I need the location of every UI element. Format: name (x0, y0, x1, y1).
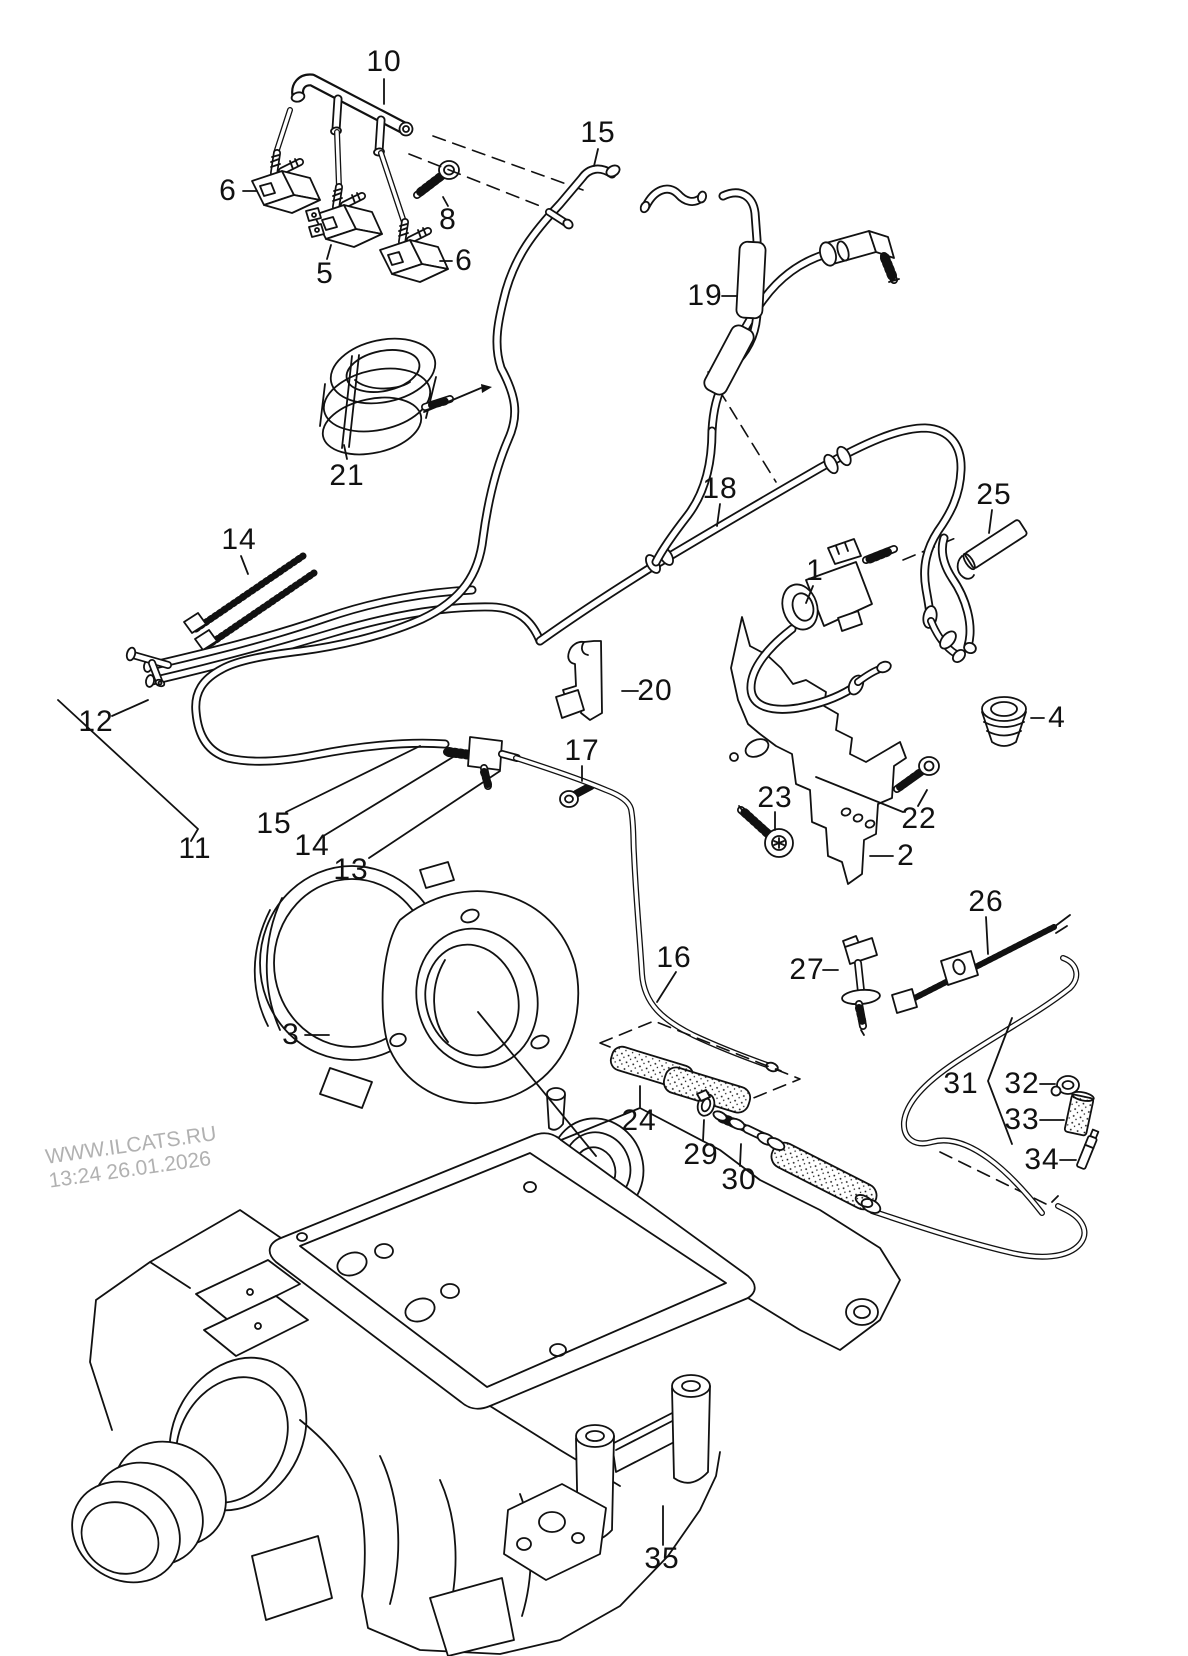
callout-20: 20 (637, 674, 673, 707)
callout-19: 19 (687, 279, 723, 312)
connector-30 (712, 1110, 776, 1146)
tee-connector-13 (443, 736, 521, 790)
callout-6: 6 (455, 244, 473, 277)
callout-16: 16 (656, 941, 692, 974)
callout-2: 2 (897, 839, 915, 872)
callout-15: 15 (256, 807, 292, 840)
callout-1: 1 (806, 554, 824, 587)
callout-21: 21 (329, 459, 365, 492)
solenoid-valve-6-left (252, 153, 320, 213)
clamp-32 (1050, 1075, 1080, 1097)
callout-30: 30 (721, 1163, 757, 1196)
callout-4: 4 (1048, 701, 1066, 734)
clip-20 (555, 640, 603, 721)
callout-13: 13 (333, 853, 369, 886)
callout-14: 14 (294, 829, 330, 862)
callout-34: 34 (1024, 1143, 1060, 1176)
callout-14: 14 (221, 523, 257, 556)
callout-33: 33 (1004, 1103, 1040, 1136)
callout-17: 17 (564, 734, 600, 767)
callout-5: 5 (316, 257, 334, 290)
hose-18 (540, 428, 966, 663)
bolt-8 (413, 160, 460, 199)
callout-35: 35 (644, 1542, 680, 1575)
engine-assembly (71, 1087, 901, 1656)
callout-29: 29 (683, 1138, 719, 1171)
clamp-29 (696, 1089, 716, 1117)
hose-19 (639, 189, 900, 562)
callout-11: 11 (178, 832, 212, 865)
clip-27 (841, 935, 881, 1036)
vacuum-rail (276, 80, 414, 222)
callout-15: 15 (580, 116, 616, 149)
hose-31 (872, 958, 1084, 1257)
callout-10: 10 (366, 45, 402, 78)
callout-3: 3 (282, 1018, 300, 1051)
screw-22 (893, 756, 940, 793)
cable-tie-pair-14 (183, 552, 318, 651)
leader-lines (57, 78, 1077, 1546)
callout-8: 8 (439, 203, 457, 236)
solenoid-valve-5 (305, 187, 382, 247)
callout-27: 27 (789, 953, 825, 986)
callout-26: 26 (968, 885, 1004, 918)
valve-21 (319, 337, 492, 456)
bolt-17 (559, 782, 595, 808)
callout-24: 24 (621, 1104, 657, 1137)
callout-6: 6 (219, 174, 237, 207)
throttle-body (253, 861, 597, 1157)
tee-connector-12 (125, 646, 172, 688)
screw-23 (737, 805, 794, 858)
callout-25: 25 (976, 478, 1012, 511)
cable-tie-26 (891, 914, 1071, 1014)
sleeve-33 (1063, 1090, 1095, 1137)
sleeve-25 (937, 519, 1028, 655)
callout-23: 23 (757, 781, 793, 814)
callout-18: 18 (702, 472, 738, 505)
callout-12: 12 (78, 705, 114, 738)
bracket-2 (729, 616, 907, 885)
valve-1 (751, 538, 898, 709)
hose-harness (143, 164, 621, 761)
callout-31: 31 (943, 1067, 979, 1100)
braided-hose (766, 1137, 882, 1214)
callout-32: 32 (1004, 1067, 1040, 1100)
pin-34 (1076, 1128, 1100, 1170)
grommet-4 (981, 696, 1027, 747)
callout-22: 22 (901, 802, 937, 835)
solenoid-valve-6-right (380, 222, 448, 282)
